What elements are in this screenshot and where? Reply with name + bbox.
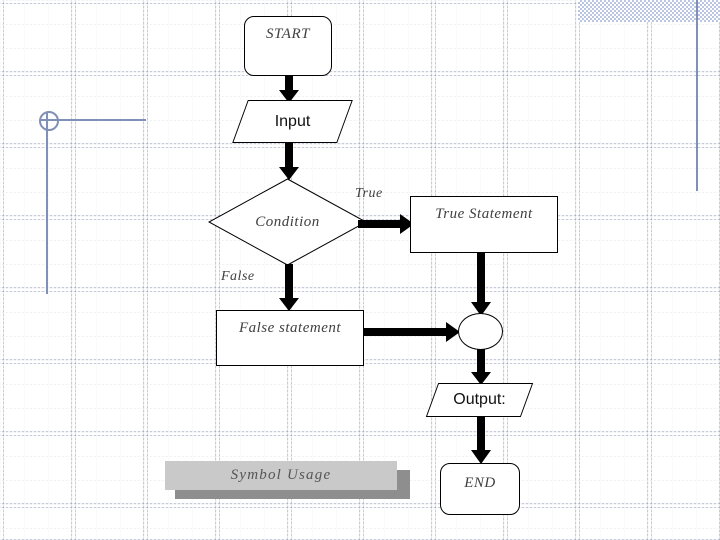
vertical-rule-decoration-left xyxy=(46,112,48,294)
arrow-merge-to-output xyxy=(471,349,491,385)
arrow-condition-to-false-statement xyxy=(279,264,299,311)
node-start[interactable] xyxy=(244,16,332,76)
symbol-usage-banner-label: Symbol Usage xyxy=(230,467,332,483)
node-merge-connector[interactable] xyxy=(458,313,503,350)
node-input-label-wrap: Input xyxy=(240,100,345,143)
node-end-label: END xyxy=(464,475,496,491)
arrow-start-to-input xyxy=(279,75,299,103)
arrow-true-statement-to-merge xyxy=(471,252,491,316)
edge-label-false: False xyxy=(221,269,255,284)
arrow-input-to-condition xyxy=(279,142,299,180)
vertical-rule-decoration-right xyxy=(696,0,698,191)
node-false-statement[interactable] xyxy=(216,310,364,366)
node-start-label: START xyxy=(266,26,310,42)
arrow-output-to-end xyxy=(471,416,491,464)
node-input-label: Input xyxy=(274,112,311,130)
node-condition-label-wrap: Condition xyxy=(208,178,367,266)
node-output-label: Output: xyxy=(453,391,506,408)
node-false-statement-label: False statement xyxy=(238,320,342,336)
arrow-false-statement-to-merge xyxy=(363,322,460,342)
node-input[interactable]: Input xyxy=(232,100,353,143)
arrow-condition-to-true-statement xyxy=(358,214,414,234)
node-true-statement[interactable] xyxy=(410,196,558,253)
horizontal-rule-decoration xyxy=(40,119,146,121)
node-true-statement-label: True Statement xyxy=(435,206,533,222)
node-condition-label: Condition xyxy=(255,213,320,230)
edge-label-true: True xyxy=(355,186,383,201)
node-condition[interactable]: Condition xyxy=(208,178,367,266)
symbol-usage-banner[interactable]: Symbol Usage xyxy=(165,461,397,490)
node-output-label-wrap: Output: xyxy=(432,383,527,417)
node-output[interactable]: Output: xyxy=(425,383,534,417)
circle-hook-decoration xyxy=(39,111,59,131)
checkered-band-decoration xyxy=(578,0,720,22)
node-end[interactable] xyxy=(440,463,520,515)
